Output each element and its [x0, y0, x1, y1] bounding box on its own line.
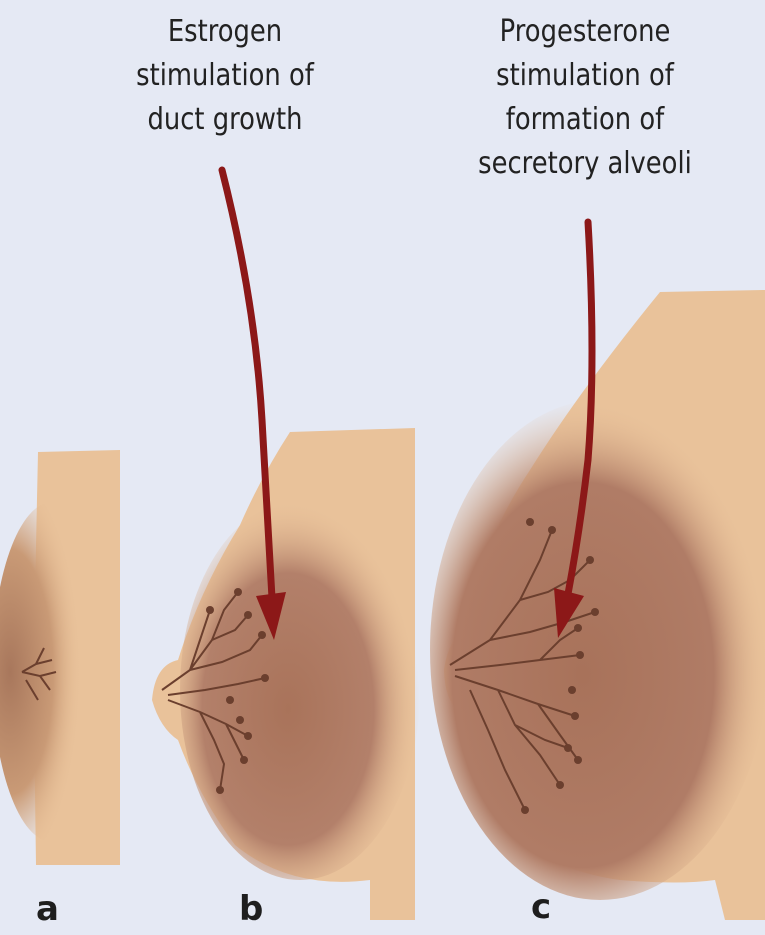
progesterone-caption-line-1: Progesterone [447, 10, 722, 54]
estrogen-caption-line-2: stimulation of [109, 54, 341, 98]
progesterone-caption-line-3: formation of [447, 98, 722, 142]
panel-label-b: b [239, 889, 263, 929]
estrogen-caption: Estrogen stimulation of duct growth [109, 10, 341, 142]
panel-b-figure [152, 428, 420, 920]
estrogen-caption-line-1: Estrogen [109, 10, 341, 54]
panel-c-figure [430, 290, 765, 920]
progesterone-caption-line-4: secretory alveoli [447, 142, 722, 186]
panel-label-a: a [36, 889, 59, 929]
estrogen-caption-line-3: duct growth [109, 98, 341, 142]
panel-a-figure [0, 450, 120, 865]
panel-label-c: c [531, 887, 551, 927]
progesterone-caption-line-2: stimulation of [447, 54, 722, 98]
progesterone-caption: Progesterone stimulation of formation of… [447, 10, 722, 186]
